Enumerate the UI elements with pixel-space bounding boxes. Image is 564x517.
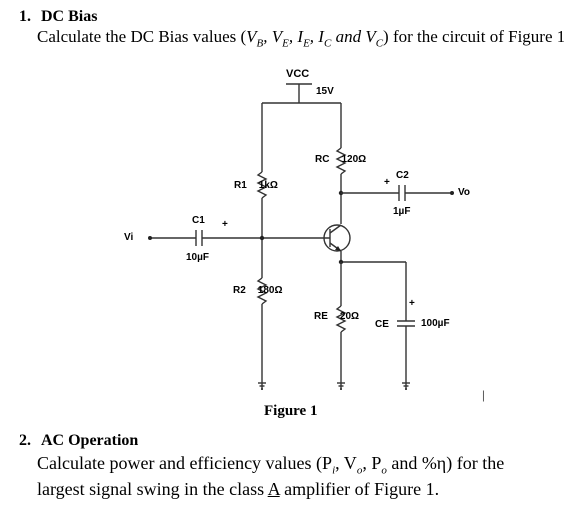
question-2-number: 2.	[19, 432, 31, 449]
ce-plus: +	[409, 298, 415, 309]
transistor-collector-lead	[329, 224, 342, 234]
vcc-label: VCC	[286, 68, 310, 80]
question-1-heading: 1. DC Bias	[19, 8, 97, 26]
ce-value: 100µF	[421, 318, 450, 329]
stray-mark: |	[482, 387, 485, 402]
figure-caption: Figure 1	[264, 403, 318, 419]
question-1-prompt: Calculate the DC Bias values (VB, VE, IE…	[37, 27, 564, 50]
c1-label: C1	[192, 215, 205, 226]
vo-label: Vo	[458, 187, 471, 198]
question-2-line-1: Calculate power and efficiency values (P…	[37, 453, 505, 477]
question-1-title: DC Bias	[41, 8, 98, 25]
vi-label: Vi	[124, 232, 134, 243]
transistor-emitter-arrow	[335, 246, 341, 251]
c1-plus: +	[222, 219, 228, 230]
vo-terminal	[450, 191, 454, 195]
c2-value: 1µF	[393, 206, 411, 217]
c2-plus: +	[384, 177, 390, 188]
r1-resistor	[256, 171, 268, 199]
base-node	[259, 235, 265, 241]
c2-label: C2	[396, 170, 409, 181]
vcc-value: 15V	[316, 86, 334, 97]
r2-resistor	[256, 277, 268, 305]
c1-value: 10µF	[186, 252, 209, 263]
question-2-heading: 2. AC Operation	[19, 432, 138, 450]
ce-label: CE	[375, 319, 389, 330]
question-1-number: 1.	[19, 8, 31, 25]
vi-terminal	[148, 236, 152, 240]
re-resistor	[335, 305, 347, 333]
rc-resistor	[335, 147, 347, 175]
question-2-title: AC Operation	[41, 432, 139, 449]
question-2-line-2: largest signal swing in the class A ampl…	[37, 479, 440, 499]
